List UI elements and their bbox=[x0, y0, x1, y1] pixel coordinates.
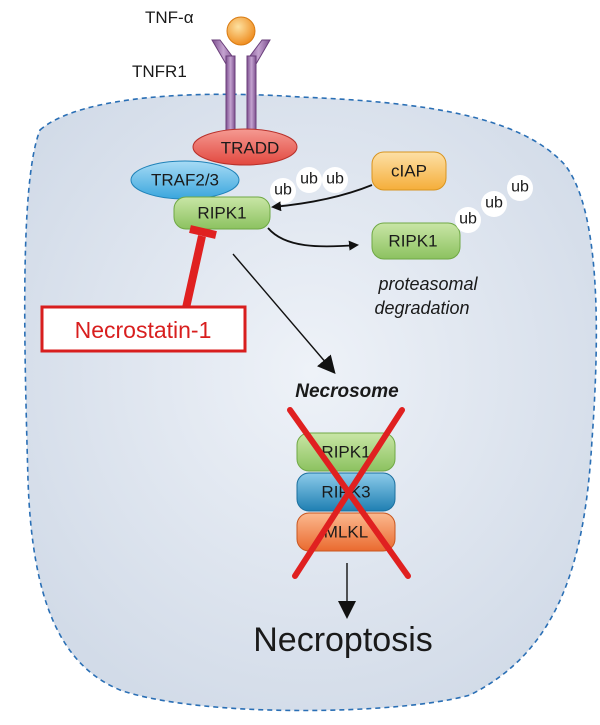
necrosome-formation-arrow bbox=[232, 253, 336, 375]
inhibition-line bbox=[182, 235, 206, 309]
necrostatin-label: Necrostatin-1 bbox=[75, 317, 212, 343]
traf-label: TRAF2/3 bbox=[151, 171, 219, 190]
ub-label: ub bbox=[485, 195, 503, 212]
necroptosis-label: Necroptosis bbox=[253, 621, 433, 659]
tnfr1-label: TNFR1 bbox=[132, 62, 187, 81]
blocked-x-icon bbox=[287, 407, 411, 579]
tnf-alpha-ligand bbox=[226, 16, 256, 46]
ub-label: ub bbox=[274, 182, 292, 199]
inhibition-bar bbox=[189, 225, 217, 239]
necrostatin-box bbox=[40, 305, 247, 353]
degradation-arrow bbox=[267, 227, 359, 251]
ripk1-label: RIPK1 bbox=[197, 204, 246, 223]
ub-chain-ripk1: ub ub ub bbox=[270, 167, 348, 204]
ciap-node bbox=[371, 151, 447, 191]
necrosome-title: Necrosome bbox=[295, 381, 399, 402]
necrosome-mlkl-label: MLKL bbox=[324, 523, 368, 542]
ciap-ubiquitination-arrow bbox=[271, 184, 373, 212]
ub-chain-degraded: ub ub ub bbox=[455, 175, 533, 233]
ciap-label: cIAP bbox=[391, 162, 427, 181]
tnf-alpha-label: TNF-α bbox=[145, 8, 194, 27]
degradation-label: degradation bbox=[374, 298, 469, 318]
ub-label: ub bbox=[326, 171, 344, 188]
degraded-ripk1-label: RIPK1 bbox=[388, 232, 437, 251]
tradd-label: TRADD bbox=[221, 139, 280, 158]
necrosome-ripk1-label: RIPK1 bbox=[321, 443, 370, 462]
ub-label: ub bbox=[511, 179, 529, 196]
proteasomal-label: proteasomal bbox=[377, 274, 478, 294]
degraded-ripk1-node bbox=[371, 222, 461, 260]
ub-label: ub bbox=[459, 211, 477, 228]
ripk1-node bbox=[173, 196, 271, 230]
ub-label: ub bbox=[300, 171, 318, 188]
tradd-node bbox=[192, 128, 298, 166]
